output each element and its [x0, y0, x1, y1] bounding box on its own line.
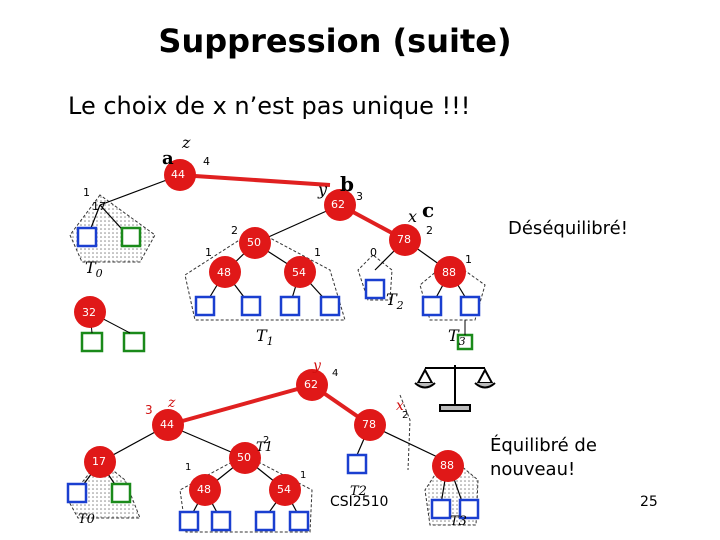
height-48: 1: [205, 246, 212, 259]
bottom-height-54: 1: [300, 470, 307, 481]
subtree-label-t3: T3: [448, 326, 466, 349]
edge-44-62: [179, 173, 331, 187]
subtree-label-t2: T2: [386, 290, 404, 313]
subtree-label-t1: T1: [256, 326, 274, 349]
bottom-node-50: 50: [237, 451, 251, 464]
top-leaves: [76, 226, 481, 353]
label-b: b: [340, 172, 354, 196]
label-z: z: [182, 133, 191, 152]
bottom-subtree-t0: T0: [78, 512, 95, 527]
node-17: 17: [92, 200, 106, 213]
node-48: 48: [217, 266, 231, 279]
bottom-node-62: 62: [304, 378, 318, 391]
height-zero: 0: [370, 246, 377, 259]
label-a: a: [162, 148, 174, 169]
bottom-node-78: 78: [362, 418, 376, 431]
height-17: 1: [83, 186, 90, 199]
bottom-node-88: 88: [440, 459, 454, 472]
label-c: c: [422, 198, 435, 222]
slide-title: Suppression (suite): [158, 22, 512, 60]
node-54: 54: [292, 266, 306, 279]
node-88: 88: [442, 266, 456, 279]
bottom-height-44: 3: [145, 403, 153, 417]
node-78: 78: [397, 233, 411, 246]
subtree-bottom-t2-line: [399, 394, 411, 471]
top-nodes: [74, 159, 466, 328]
height-54: 1: [314, 246, 321, 259]
node-44: 44: [171, 168, 185, 181]
bottom-node-54: 54: [277, 483, 291, 496]
page-number: 25: [640, 494, 658, 510]
subtree-t1-outline: [184, 229, 346, 321]
bottom-subtree-t1: T1: [256, 440, 273, 455]
height-88: 1: [465, 253, 472, 266]
height-44: 4: [203, 155, 210, 168]
balance-scale-icon: [414, 365, 496, 412]
node-32: 32: [82, 306, 96, 319]
bottom-height-48: 1: [185, 462, 192, 473]
subtree-t3-outline: [419, 259, 486, 321]
bottom-node-17: 17: [92, 455, 106, 468]
slide-subtitle: Le choix de x n’est pas unique !!!: [68, 92, 471, 120]
label-y: y: [318, 180, 328, 199]
subtree-t2-outline: [357, 254, 393, 301]
bottom-label-y: y: [313, 358, 321, 374]
bottom-subtree-t3: T3: [450, 514, 467, 529]
node-62: 62: [331, 198, 345, 211]
bottom-height-50: 2: [263, 435, 270, 446]
bottom-subtree-t2: T2: [350, 484, 367, 499]
bottom-height-62: 4: [332, 368, 339, 379]
height-78: 2: [426, 224, 433, 237]
footer-course: CSI2510: [330, 494, 389, 510]
bottom-label-x: x: [396, 398, 404, 414]
bottom-node-44: 44: [160, 418, 174, 431]
node-50: 50: [247, 236, 261, 249]
reequilibre-label: Équilibré de nouveau!: [490, 435, 597, 480]
bottom-node-48: 48: [197, 483, 211, 496]
desequilibre-label: Déséquilibré!: [508, 218, 628, 239]
bottom-label-z: z: [168, 395, 176, 411]
label-x: x: [408, 207, 418, 226]
height-50: 2: [231, 224, 238, 237]
height-62: 3: [356, 190, 363, 203]
subtree-label-t0: T0: [85, 258, 103, 281]
bottom-height-78: 2: [402, 410, 409, 421]
